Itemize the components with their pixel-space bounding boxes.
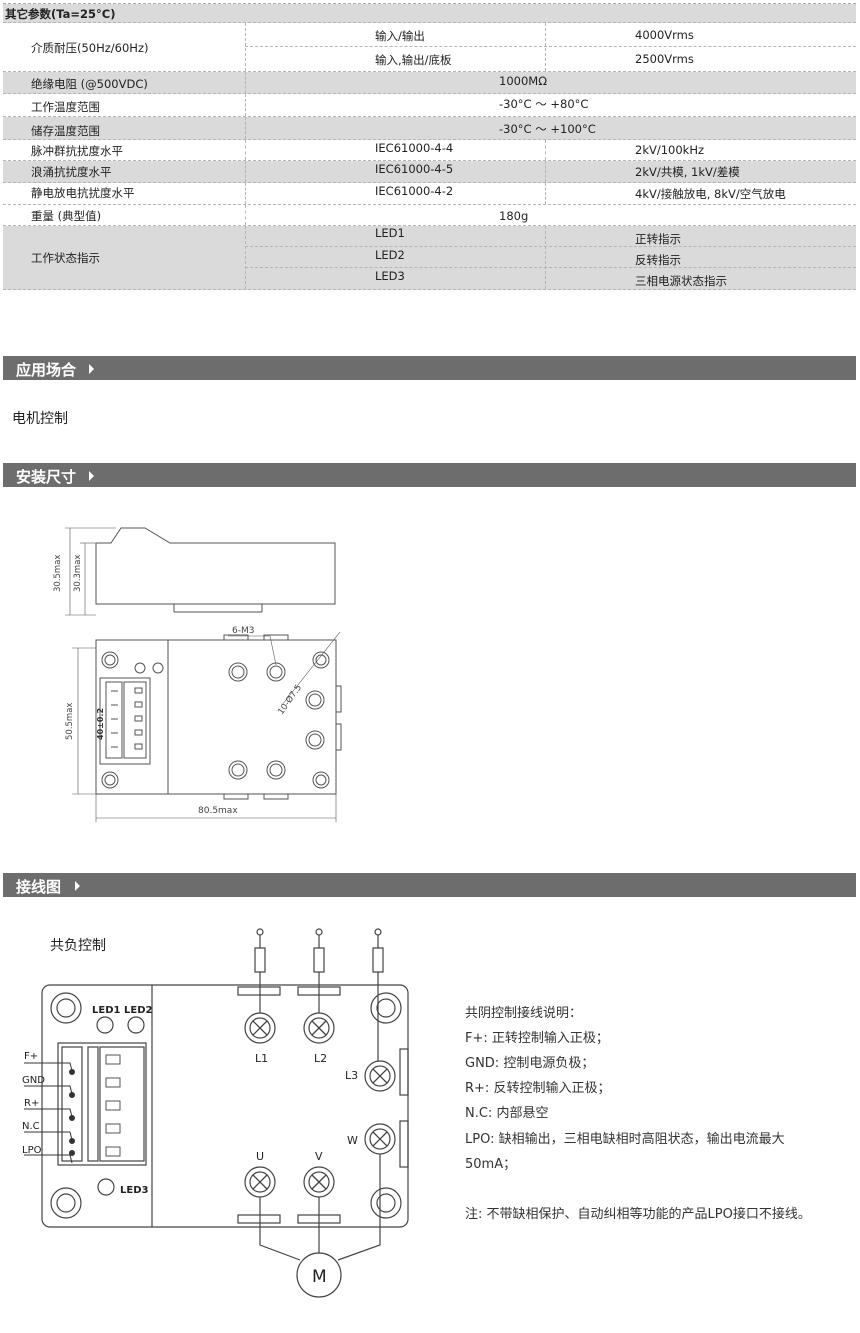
- pulse-value: 2kV/100kHz: [635, 143, 705, 157]
- dielectric-val-1: 4000Vrms: [635, 28, 694, 42]
- esd-value: 4kV/接触放电, 8kV/空气放电: [635, 187, 786, 201]
- table-row: 静电放电抗扰度水平 IEC61000-4-2 4kV/接触放电, 8kV/空气放…: [3, 183, 856, 205]
- section-header-dimensions: 安装尺寸: [3, 463, 856, 487]
- dim-diameter: 10-Ø7.5: [275, 682, 304, 716]
- parameters-table: 其它参数(Ta=25°C) 介质耐压(50Hz/60Hz) 输入/输出 4000…: [3, 3, 856, 290]
- wiring-diagram: 共负控制 LED1 LED2 LED3 F+ GND R+ N.C LPO L1…: [22, 928, 409, 1298]
- surge-value: 2kV/共模, 1kV/差模: [635, 165, 740, 179]
- pin-lpo: LPO: [22, 1145, 42, 1156]
- section-header-wiring: 接线图: [3, 873, 856, 897]
- table-row: 脉冲群抗扰度水平 IEC61000-4-4 2kV/100kHz: [3, 140, 856, 161]
- led2-name: LED2: [375, 248, 405, 262]
- note-line: F+: 正转控制输入正极；: [465, 1031, 609, 1046]
- led3-label: LED3: [120, 1185, 149, 1196]
- dim-width-50: 50.5max: [65, 703, 75, 740]
- caret-right-icon: [89, 364, 94, 374]
- note-line: LPO: 缺相输出，三相电缺相时高阻状态，输出电流最大: [465, 1132, 785, 1147]
- store-temp-label: 储存温度范围: [31, 124, 100, 138]
- led3-name: LED3: [375, 269, 405, 283]
- esd-std: IEC61000-4-2: [375, 184, 454, 198]
- terminal-l1: L1: [255, 1052, 268, 1065]
- led2-desc: 反转指示: [635, 253, 681, 267]
- pulse-std: IEC61000-4-4: [375, 141, 454, 155]
- terminal-l2: L2: [314, 1052, 327, 1065]
- weight-label: 重量 (典型值): [31, 209, 102, 223]
- dim-height-inner: 30.3max: [73, 555, 83, 592]
- dim-width-80: 80.5max: [198, 806, 238, 816]
- application-text: 电机控制: [12, 411, 68, 427]
- table-row: 工作状态指示 LED1 正转指示 LED2 反转指示 LED3 三相电源状态指示: [3, 226, 856, 290]
- insulation-value: 1000MΩ: [499, 74, 547, 88]
- op-temp-label: 工作温度范围: [31, 100, 100, 114]
- dim-height-outer: 30.5max: [53, 555, 63, 592]
- table-title-row: 其它参数(Ta=25°C): [3, 4, 856, 23]
- led-label: 工作状态指示: [31, 251, 100, 265]
- terminal-l3: L3: [345, 1069, 358, 1082]
- terminal-w: W: [347, 1134, 358, 1147]
- store-temp-value: -30°C ～ +100°C: [499, 122, 596, 136]
- dim-width-40: 40±0.2: [96, 708, 105, 740]
- dielectric-label: 介质耐压(50Hz/60Hz): [31, 41, 149, 55]
- section-title: 接线图: [16, 878, 62, 896]
- terminal-v: V: [315, 1150, 323, 1163]
- table-row: 介质耐压(50Hz/60Hz) 输入/输出 4000Vrms 输入,输出/底板 …: [3, 23, 856, 72]
- section-title: 安装尺寸: [16, 468, 77, 486]
- dielectric-val-2: 2500Vrms: [635, 52, 694, 66]
- led2-label: LED2: [124, 1005, 153, 1016]
- led3-desc: 三相电源状态指示: [635, 274, 727, 288]
- motor-label: M: [312, 1267, 327, 1287]
- dielectric-cond-2: 输入,输出/底板: [375, 53, 452, 67]
- section-header-application: 应用场合: [3, 356, 856, 380]
- led1-name: LED1: [375, 226, 405, 240]
- surge-std: IEC61000-4-5: [375, 162, 454, 176]
- pin-nc: N.C: [22, 1121, 40, 1132]
- wiring-heading: 共负控制: [50, 938, 106, 954]
- led1-desc: 正转指示: [635, 232, 681, 246]
- table-title: 其它参数(Ta=25°C): [5, 7, 116, 21]
- table-row: 储存温度范围 -30°C ～ +100°C: [3, 117, 856, 140]
- table-row: 浪涌抗扰度水平 IEC61000-4-5 2kV/共模, 1kV/差模: [3, 161, 856, 183]
- esd-label: 静电放电抗扰度水平: [31, 186, 135, 200]
- note-line: 共阴控制接线说明：: [465, 1006, 583, 1021]
- table-row: 工作温度范围 -30°C ～ +80°C: [3, 94, 856, 117]
- dimension-drawing: 30.5max 30.3max 6-M3 10-Ø7.5 50.5max 40±…: [53, 527, 342, 822]
- insulation-label: 绝缘电阻 (@500VDC): [31, 77, 148, 91]
- note-line: R+: 反转控制输入正极；: [465, 1081, 611, 1096]
- note-line: N.C: 内部悬空: [465, 1106, 549, 1121]
- led1-label: LED1: [92, 1005, 121, 1016]
- terminal-u: U: [256, 1150, 264, 1163]
- op-temp-value: -30°C ～ +80°C: [499, 97, 589, 111]
- weight-value: 180g: [499, 209, 529, 223]
- note-line: 注: 不带缺相保护、自动纠相等功能的产品LPO接口不接线。: [465, 1207, 811, 1222]
- caret-right-icon: [75, 881, 80, 891]
- pulse-label: 脉冲群抗扰度水平: [31, 144, 123, 158]
- table-row: 重量 (典型值) 180g: [3, 205, 856, 226]
- table-row: 绝缘电阻 (@500VDC) 1000MΩ: [3, 72, 856, 94]
- dielectric-cond-1: 输入/输出: [375, 29, 425, 43]
- note-line: 50mA；: [465, 1157, 517, 1172]
- note-line: GND: 控制电源负极；: [465, 1056, 595, 1071]
- pin-r-plus: R+: [24, 1098, 39, 1109]
- dim-m3: 6-M3: [232, 626, 254, 636]
- caret-right-icon: [89, 471, 94, 481]
- surge-label: 浪涌抗扰度水平: [31, 165, 112, 179]
- pin-f-plus: F+: [24, 1051, 38, 1062]
- pin-gnd: GND: [22, 1075, 45, 1086]
- section-title: 应用场合: [16, 361, 77, 379]
